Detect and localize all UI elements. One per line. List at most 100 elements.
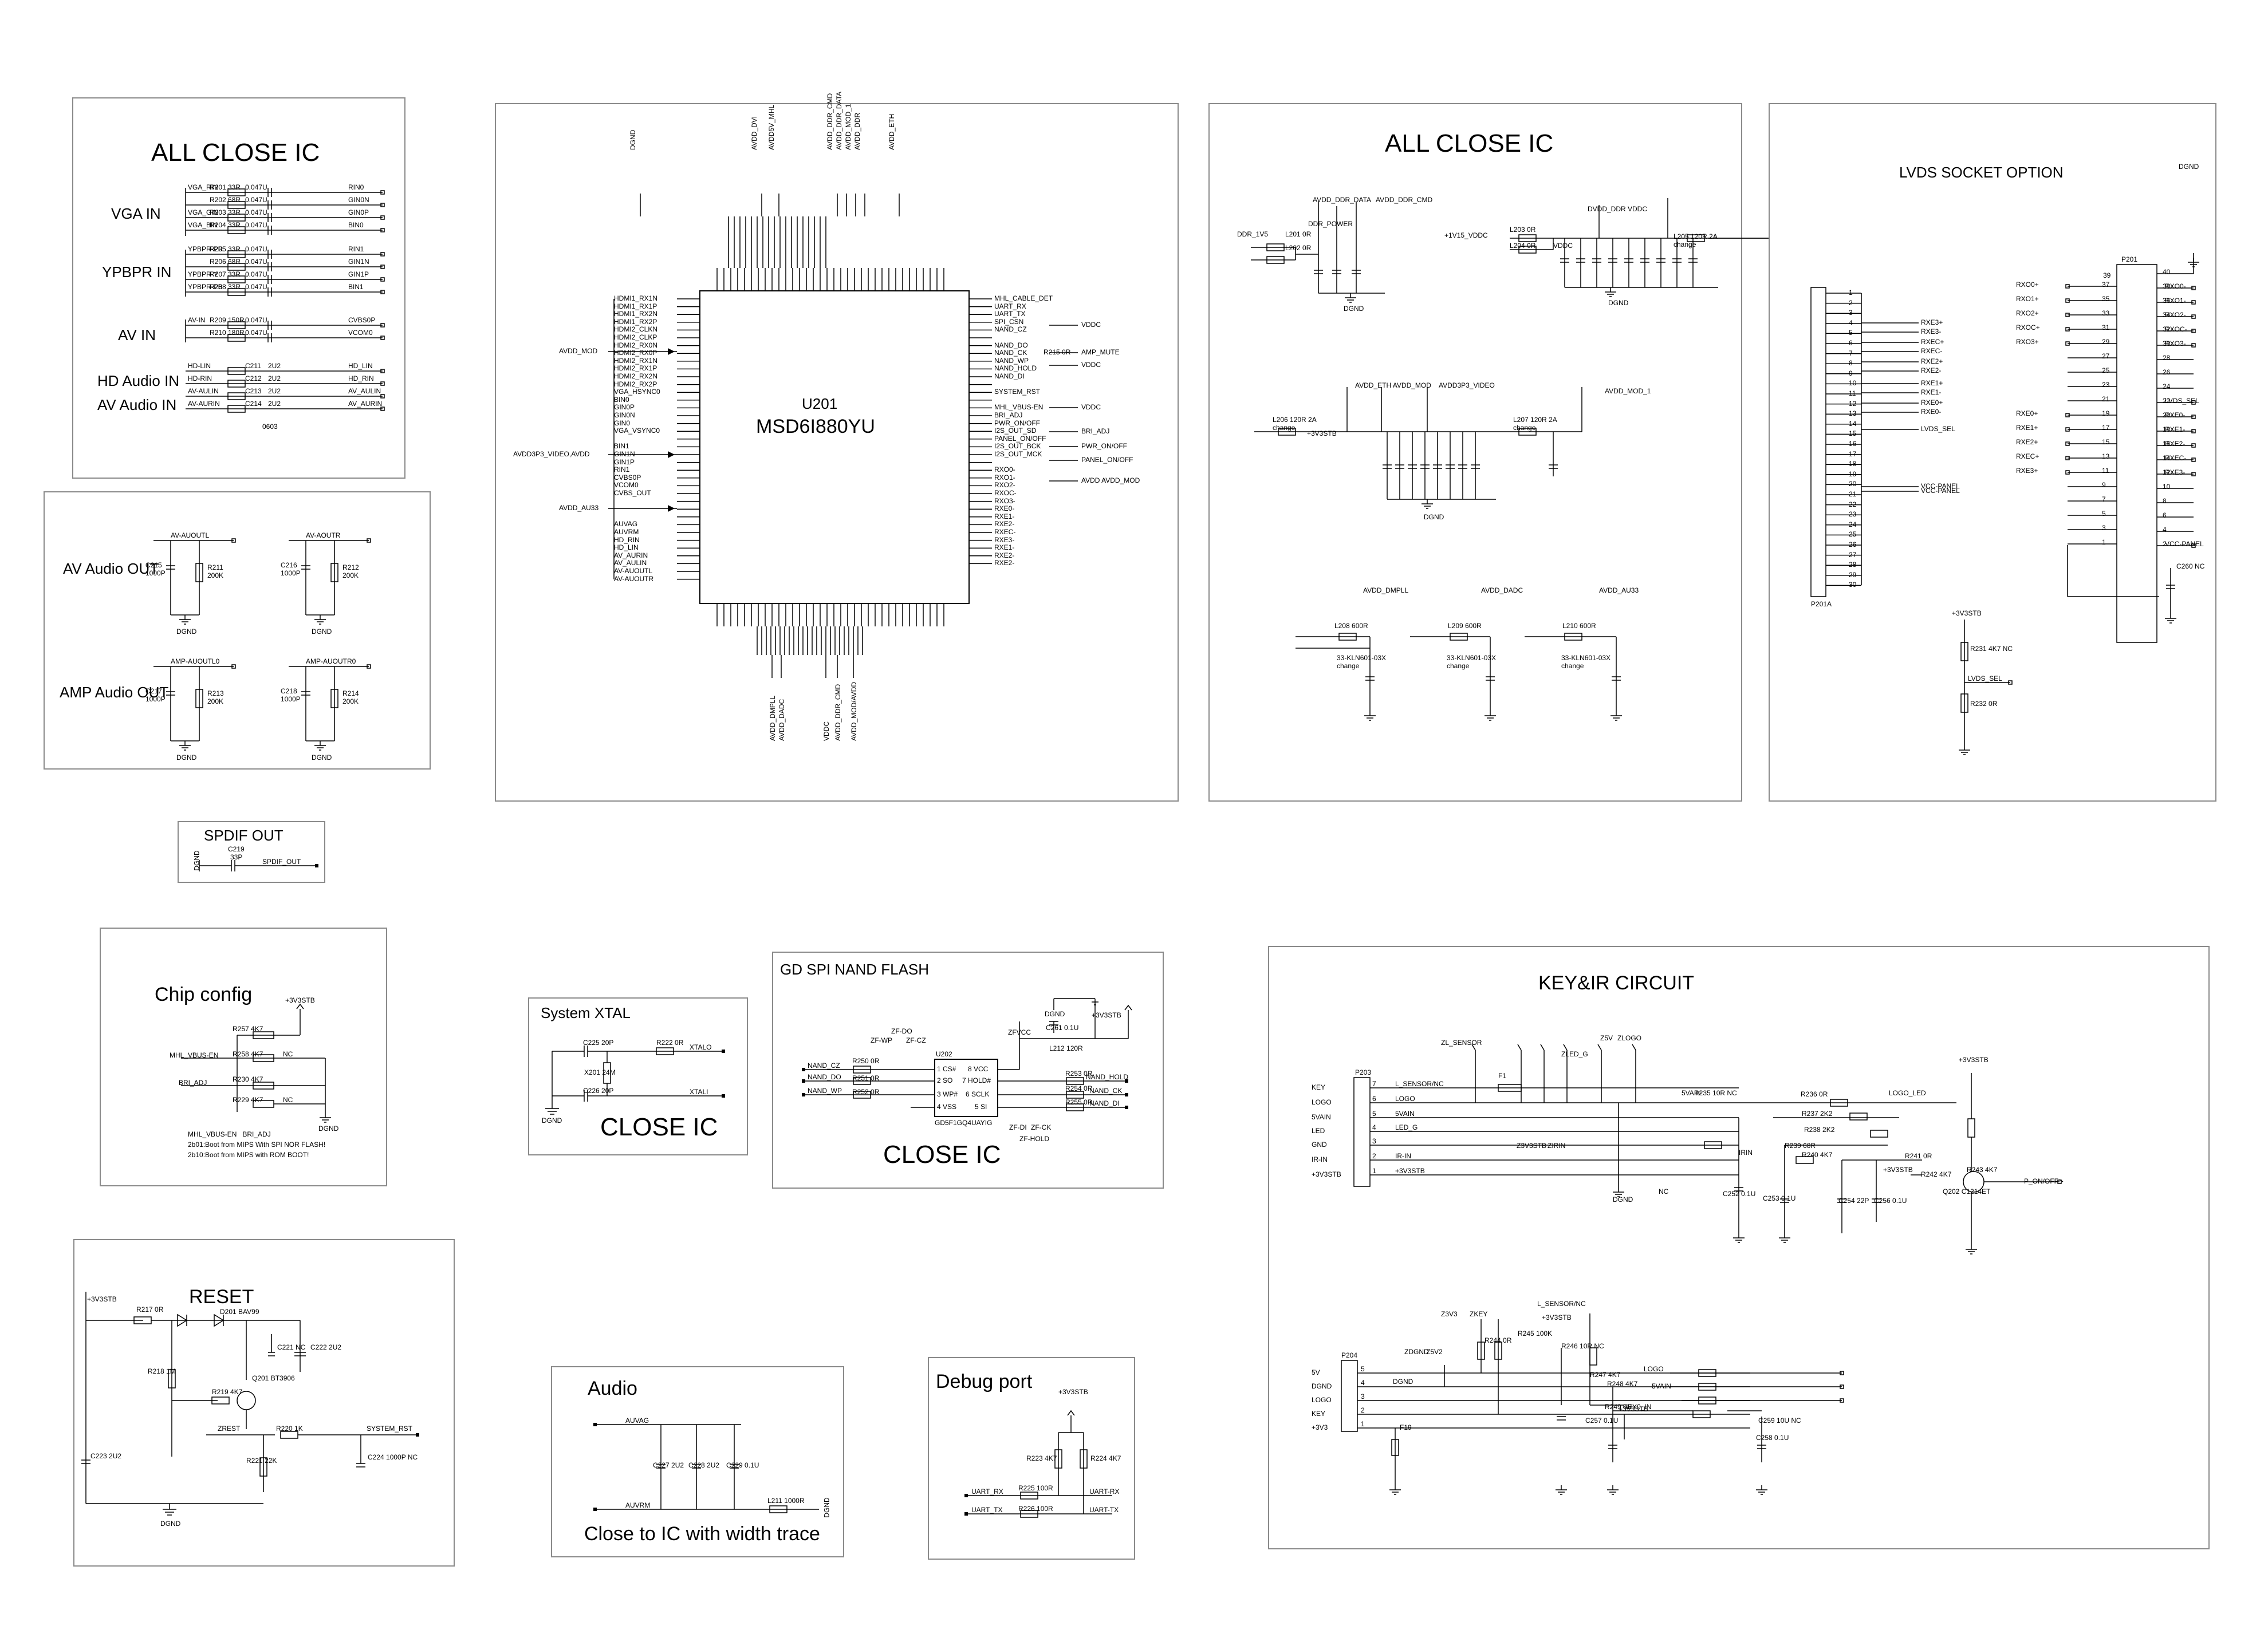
connector-pin: 33 (2102, 309, 2110, 317)
flash-pin: 1 CS# (937, 1065, 956, 1073)
ic-pin-label: AUVAG (614, 520, 638, 528)
key-part: R249 0R (1605, 1403, 1632, 1411)
ground-label: DGND (176, 628, 197, 636)
part-r217: R217 0R (136, 1305, 164, 1313)
part-l211: L211 1000R (767, 1497, 805, 1505)
test-zf-cz: ZF-CZ (906, 1036, 926, 1044)
part-ref: R209 (210, 316, 226, 324)
key-net: +3V3STB (1883, 1166, 1913, 1174)
connector-ref: P201A (1811, 600, 1832, 608)
ic-pin-label: GIN0N (614, 411, 635, 419)
ic-pin-label: AV-AUOUTR (614, 574, 654, 583)
connector-label: +3V3 (1312, 1423, 1328, 1431)
connector-pin: 8 (2163, 497, 2167, 505)
lvds-net: RXE1- (1921, 388, 1942, 396)
connector-pin: 13 (1849, 409, 1857, 418)
top-net: AVDD_DDR_DATA (835, 91, 843, 150)
right-net: VDDC (1081, 361, 1101, 369)
power-net: AVDD3P3_VIDEO (1439, 381, 1495, 389)
flash-network (802, 998, 1132, 1117)
key-part: Z3V3STB (1517, 1142, 1547, 1150)
bottom-net: AVDD_DMPLL (769, 695, 777, 741)
part-r219: R219 4K7 (212, 1388, 243, 1396)
part-r224: R224 4K7 (1090, 1454, 1121, 1462)
connector-pin: 5 (1372, 1110, 1376, 1118)
part-value: 68R (228, 258, 241, 266)
connector-pin: 14 (2163, 454, 2171, 462)
net-system-rst: SYSTEM_RST (367, 1425, 413, 1433)
reset-title: RESET (189, 1286, 254, 1308)
left-net: AVDD_MOD (559, 347, 598, 355)
net-out-label: BIN1 (348, 283, 364, 291)
connector-pin: 12 (1849, 399, 1857, 408)
net-nand-hold: NAND_HOLD (1086, 1073, 1129, 1081)
lvds-net: RXOC- (2165, 325, 2187, 333)
ic-pin-label: HDMI2_RX2P (614, 380, 657, 388)
connector-pin: 2 (2163, 540, 2167, 548)
part-c224: C224 1000P NC (368, 1453, 418, 1461)
ic-pin-label: HDMI1_RX1N (614, 294, 658, 302)
ic-pin-label: RXOC- (994, 489, 1017, 497)
net-nand-wp: NAND_WP (808, 1087, 842, 1095)
net-label: YPBPR-PB (188, 283, 223, 291)
xtal-title: System XTAL (541, 1004, 631, 1021)
net-label: VGA_BIN (188, 221, 218, 229)
connector-pin: 30 (1849, 581, 1857, 589)
panel-spdif: SPDIF OUT C219 33P SPDIF_OUT DGND (178, 821, 325, 883)
key-net: IRIN (1739, 1149, 1753, 1157)
net-label: HD-LIN (188, 362, 211, 370)
nc-mark: NC (283, 1096, 293, 1104)
flash-gnd: DGND (1045, 1010, 1065, 1018)
part-r254: R254 0R (1065, 1084, 1093, 1092)
bottom-net: AVDD_DADC (778, 699, 786, 741)
net-uart-tx: UART_TX (971, 1506, 1003, 1514)
group-label-av-audio: AV Audio IN (97, 396, 177, 413)
amp-audio-out-label: AMP Audio OUT (60, 684, 169, 701)
panel-chip-config: Chip config +3V3STB MHL_VBUS-EN BRI_ADJ … (100, 928, 387, 1186)
ic-pin-label: SYSTEM_RST (994, 388, 1041, 396)
debug-supply: +3V3STB (1058, 1388, 1088, 1396)
key-part: R241 0R (1905, 1152, 1932, 1160)
ic-pin-label: RXE1- (994, 543, 1015, 552)
key-net: P_ON/OFF (2024, 1177, 2059, 1185)
ic-pin-label: MHL_CABLE_DET (994, 294, 1053, 302)
cap-value: 0.047U (245, 329, 267, 337)
ic-pin-label: AUVRM (614, 528, 639, 536)
key-part: C258 0.1U (1756, 1434, 1789, 1442)
cap-ref: C216 (281, 561, 297, 569)
bead-note: 33-KLN601-03X change (1337, 654, 1387, 670)
lvds-net: VCC-PANEL (2165, 540, 2204, 548)
ic-pin-label: AV_AULIN (614, 559, 647, 567)
key-ir-network (1341, 1044, 2064, 1495)
lvds-net: RXEC- (2165, 454, 2187, 462)
lvds-net: RXO2+ (2016, 309, 2039, 317)
cap-value: 0.047U (245, 270, 267, 278)
res-value: 200K (207, 697, 224, 705)
net-out-label: HD_RIN (348, 374, 374, 382)
connector-pin: 5 (1361, 1365, 1365, 1373)
power-net: DDR_POWER (1308, 220, 1353, 228)
connector-pin: 29 (1849, 570, 1857, 579)
net-label: HD-RIN (188, 374, 212, 382)
panel-title: ALL CLOSE IC (151, 139, 320, 167)
lvds-net: RXE2+ (2016, 438, 2038, 446)
net-nand-do: NAND_DO (808, 1073, 841, 1081)
connector-pin: 22 (1849, 500, 1857, 508)
cap-value: 0.047U (245, 245, 267, 253)
top-net: AVDD_MOD_1 (844, 104, 852, 150)
connector-pin: 4 (1372, 1123, 1376, 1131)
flash-chip-part: GD5F1GQ4UAYIG (935, 1119, 993, 1127)
part-value: 150R (228, 316, 245, 324)
filter-part: L203 0R (1510, 226, 1536, 234)
ic-pin-label: NAND_HOLD (994, 364, 1037, 373)
connector-label: +3V3STB (1312, 1170, 1341, 1178)
connector-pin: 28 (1849, 561, 1857, 569)
connector-pin: 4 (2163, 526, 2167, 534)
ic-pin-label: UART_RX (994, 302, 1026, 310)
xtal-gnd: DGND (542, 1117, 562, 1125)
audio-out-network (153, 538, 371, 751)
ic-pin-label: HD_LIN (614, 543, 639, 552)
spdif-network (199, 860, 318, 871)
net-uart-tx-ext: UART-TX (1089, 1506, 1119, 1514)
key-part: R246 10R NC (1561, 1342, 1604, 1350)
